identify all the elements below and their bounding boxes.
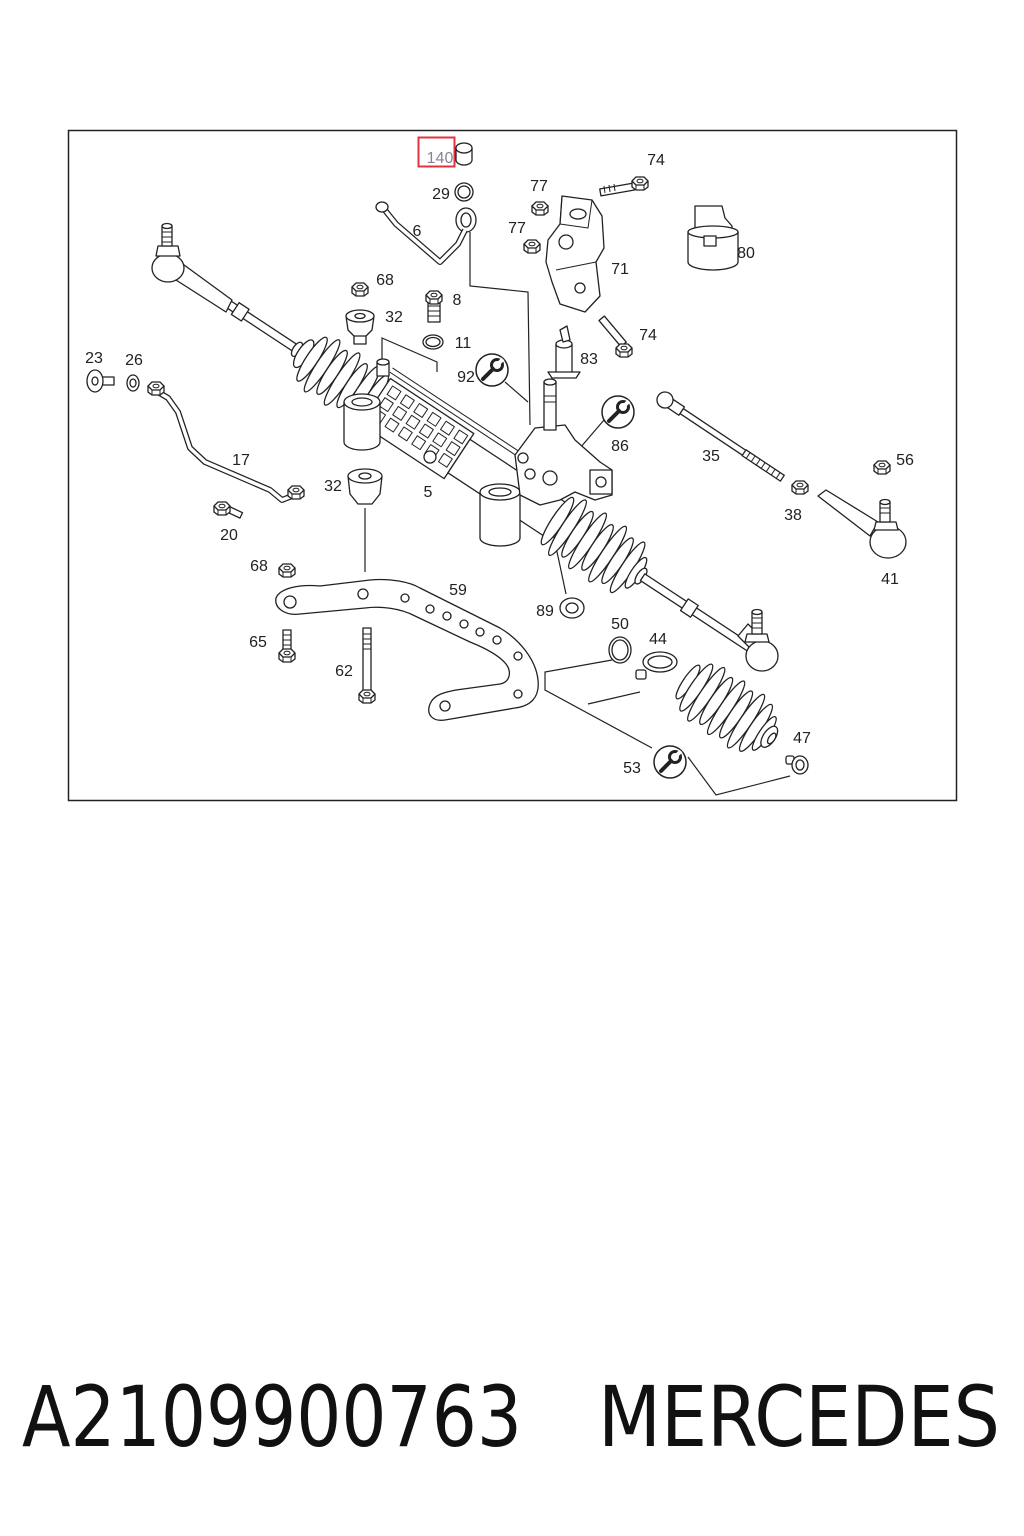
callout-71: 71	[611, 261, 629, 278]
wrench-icon	[600, 394, 636, 430]
nut-38	[791, 480, 809, 495]
rack-mount-bushing-32-lower	[347, 468, 383, 505]
callout-74-lower: 74	[639, 327, 657, 344]
callout-47: 47	[793, 730, 811, 747]
callout-32-lower: 32	[324, 478, 342, 495]
callout-35: 35	[702, 448, 720, 465]
bolt-62	[358, 627, 376, 704]
bolt-65	[278, 629, 296, 663]
banjo-bolt-23	[86, 369, 115, 393]
callout-8: 8	[453, 292, 462, 309]
callout-50: 50	[611, 616, 629, 633]
wrench-icon	[474, 352, 510, 388]
hollow-bolt-8	[425, 290, 443, 323]
diagram-frame	[67, 129, 958, 802]
callout-65: 65	[249, 634, 267, 651]
cross-member-bracket-59	[275, 578, 539, 721]
callout-11: 11	[455, 335, 472, 352]
left-inner-tie-rod	[222, 297, 300, 354]
steering-coupling-71	[545, 195, 605, 313]
callout-17: 17	[232, 452, 250, 469]
nut-56	[873, 460, 891, 475]
nut-77-upper	[531, 201, 549, 216]
washer-89	[559, 597, 585, 619]
rack-mount-bushing-32-upper	[345, 309, 375, 345]
boot-clamp-47	[785, 755, 809, 775]
mount-stud	[376, 358, 390, 377]
callout-41: 41	[881, 571, 899, 588]
callout-80: 80	[737, 245, 755, 262]
callout-83: 83	[580, 351, 598, 368]
bolt-74-upper	[599, 176, 649, 197]
callout-77-upper: 77	[530, 178, 548, 195]
loose-boot	[675, 663, 779, 752]
callout-86: 86	[611, 438, 629, 455]
highlight-box	[417, 136, 456, 168]
callout-68-lower: 68	[250, 558, 268, 575]
callout-89: 89	[536, 603, 554, 620]
callout-29: 29	[432, 186, 450, 203]
callout-44: 44	[649, 631, 667, 648]
left-jam-nut	[230, 302, 250, 322]
callout-59: 59	[449, 582, 467, 599]
nut-68-lower	[278, 563, 296, 578]
boot-clamp-44	[635, 651, 678, 680]
callout-92: 92	[457, 369, 475, 386]
ribbed-rack-housing	[359, 377, 475, 480]
callouts: 140 29 74 77 77 6 80 71 68 8 32 11 74 83…	[85, 136, 914, 777]
pressure-fitting	[455, 207, 477, 233]
washer-26	[126, 374, 140, 392]
nut-68-upper	[351, 282, 369, 297]
o-ring-50	[608, 636, 632, 664]
right-jam-nut	[679, 598, 699, 618]
part-number: A2109900763	[22, 1368, 522, 1466]
callout-74-upper: 74	[647, 152, 665, 169]
callout-140: 140	[427, 150, 454, 167]
callout-32-upper: 32	[385, 309, 403, 326]
callout-38: 38	[784, 507, 802, 524]
bolt-74-lower	[598, 315, 633, 358]
callout-62: 62	[335, 663, 353, 680]
rack-mount-right	[479, 483, 521, 547]
cap-140	[455, 142, 473, 166]
caption: A2109900763 MERCEDES	[22, 1368, 1000, 1466]
outer-tie-rod-end-41	[817, 489, 907, 559]
bolt-20	[213, 501, 244, 519]
callout-6: 6	[413, 223, 422, 240]
steering-rack-assembly	[222, 297, 753, 652]
brand-name: MERCEDES	[598, 1368, 1000, 1466]
wrench-icon	[652, 744, 688, 780]
return-pipe-17	[147, 381, 305, 503]
callout-53: 53	[623, 760, 641, 777]
housing-fitting	[423, 450, 437, 464]
nut-77-lower	[523, 239, 541, 254]
callout-26: 26	[125, 352, 143, 369]
pressure-pipe-6	[375, 201, 468, 265]
right-tie-rod-end	[737, 608, 779, 672]
right-boot	[540, 496, 648, 594]
inner-tie-rod-35	[656, 391, 785, 482]
column-bushing-83	[547, 325, 581, 379]
callout-20: 20	[220, 527, 238, 544]
callout-56: 56	[896, 452, 914, 469]
coupling-cover-80	[687, 205, 739, 271]
rack-mount-left	[343, 393, 381, 451]
o-ring-29	[454, 182, 474, 202]
leader-lines	[364, 232, 791, 796]
callout-68-upper: 68	[376, 272, 394, 289]
callout-23: 23	[85, 350, 103, 367]
valve-body	[514, 378, 613, 506]
left-tie-rod-end	[151, 222, 233, 313]
callout-5: 5	[424, 484, 433, 501]
callout-77-lower: 77	[508, 220, 526, 237]
o-ring-11	[422, 334, 444, 350]
